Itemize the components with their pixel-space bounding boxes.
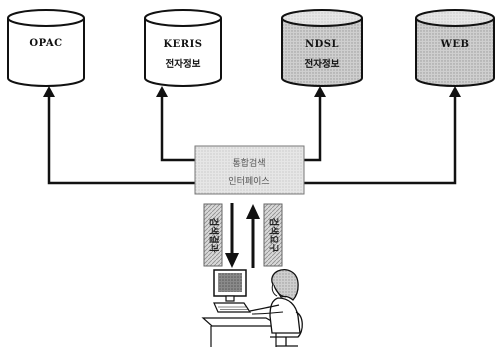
integrated-search-interface: 통합검색 인터페이스 <box>194 145 305 195</box>
results-label: 검색결과 <box>208 218 220 253</box>
monitor <box>213 269 247 302</box>
db-web: WEB <box>415 9 495 87</box>
request-label: 검색요구 <box>268 218 280 253</box>
connector-arrowheads <box>43 86 461 97</box>
arrowhead-ndsl <box>314 86 326 97</box>
desk <box>201 317 283 327</box>
db-ndsl: NDSL 전자정보 <box>281 9 363 87</box>
request-arrow <box>246 204 260 268</box>
db-keris-sublabel: 전자정보 <box>166 58 201 70</box>
results-arrow <box>225 203 239 268</box>
db-web-label: WEB <box>440 39 470 50</box>
interface-label-1: 통합검색 <box>232 157 265 169</box>
connector-ndsl <box>304 95 322 162</box>
db-ndsl-label: NDSL <box>305 39 339 50</box>
keyboard <box>213 302 252 313</box>
request-label-box: 검색요구 <box>263 203 283 267</box>
db-opac: OPAC <box>7 9 85 87</box>
person <box>249 268 303 347</box>
connector-web <box>304 95 457 185</box>
connector-keris <box>160 95 195 162</box>
arrowhead-opac <box>43 86 55 97</box>
arrowhead-keris <box>156 86 168 97</box>
user-at-computer-illustration <box>201 268 303 347</box>
connector-opac <box>47 95 195 185</box>
connectors <box>47 95 457 185</box>
db-opac-label: OPAC <box>29 38 62 49</box>
db-keris: KERIS 전자정보 <box>144 9 222 87</box>
db-keris-label: KERIS <box>163 39 202 50</box>
db-ndsl-sublabel: 전자정보 <box>305 58 340 70</box>
arrowhead-web <box>449 86 461 97</box>
interface-label-2: 인터페이스 <box>228 176 269 187</box>
results-label-box: 검색결과 <box>203 203 223 267</box>
